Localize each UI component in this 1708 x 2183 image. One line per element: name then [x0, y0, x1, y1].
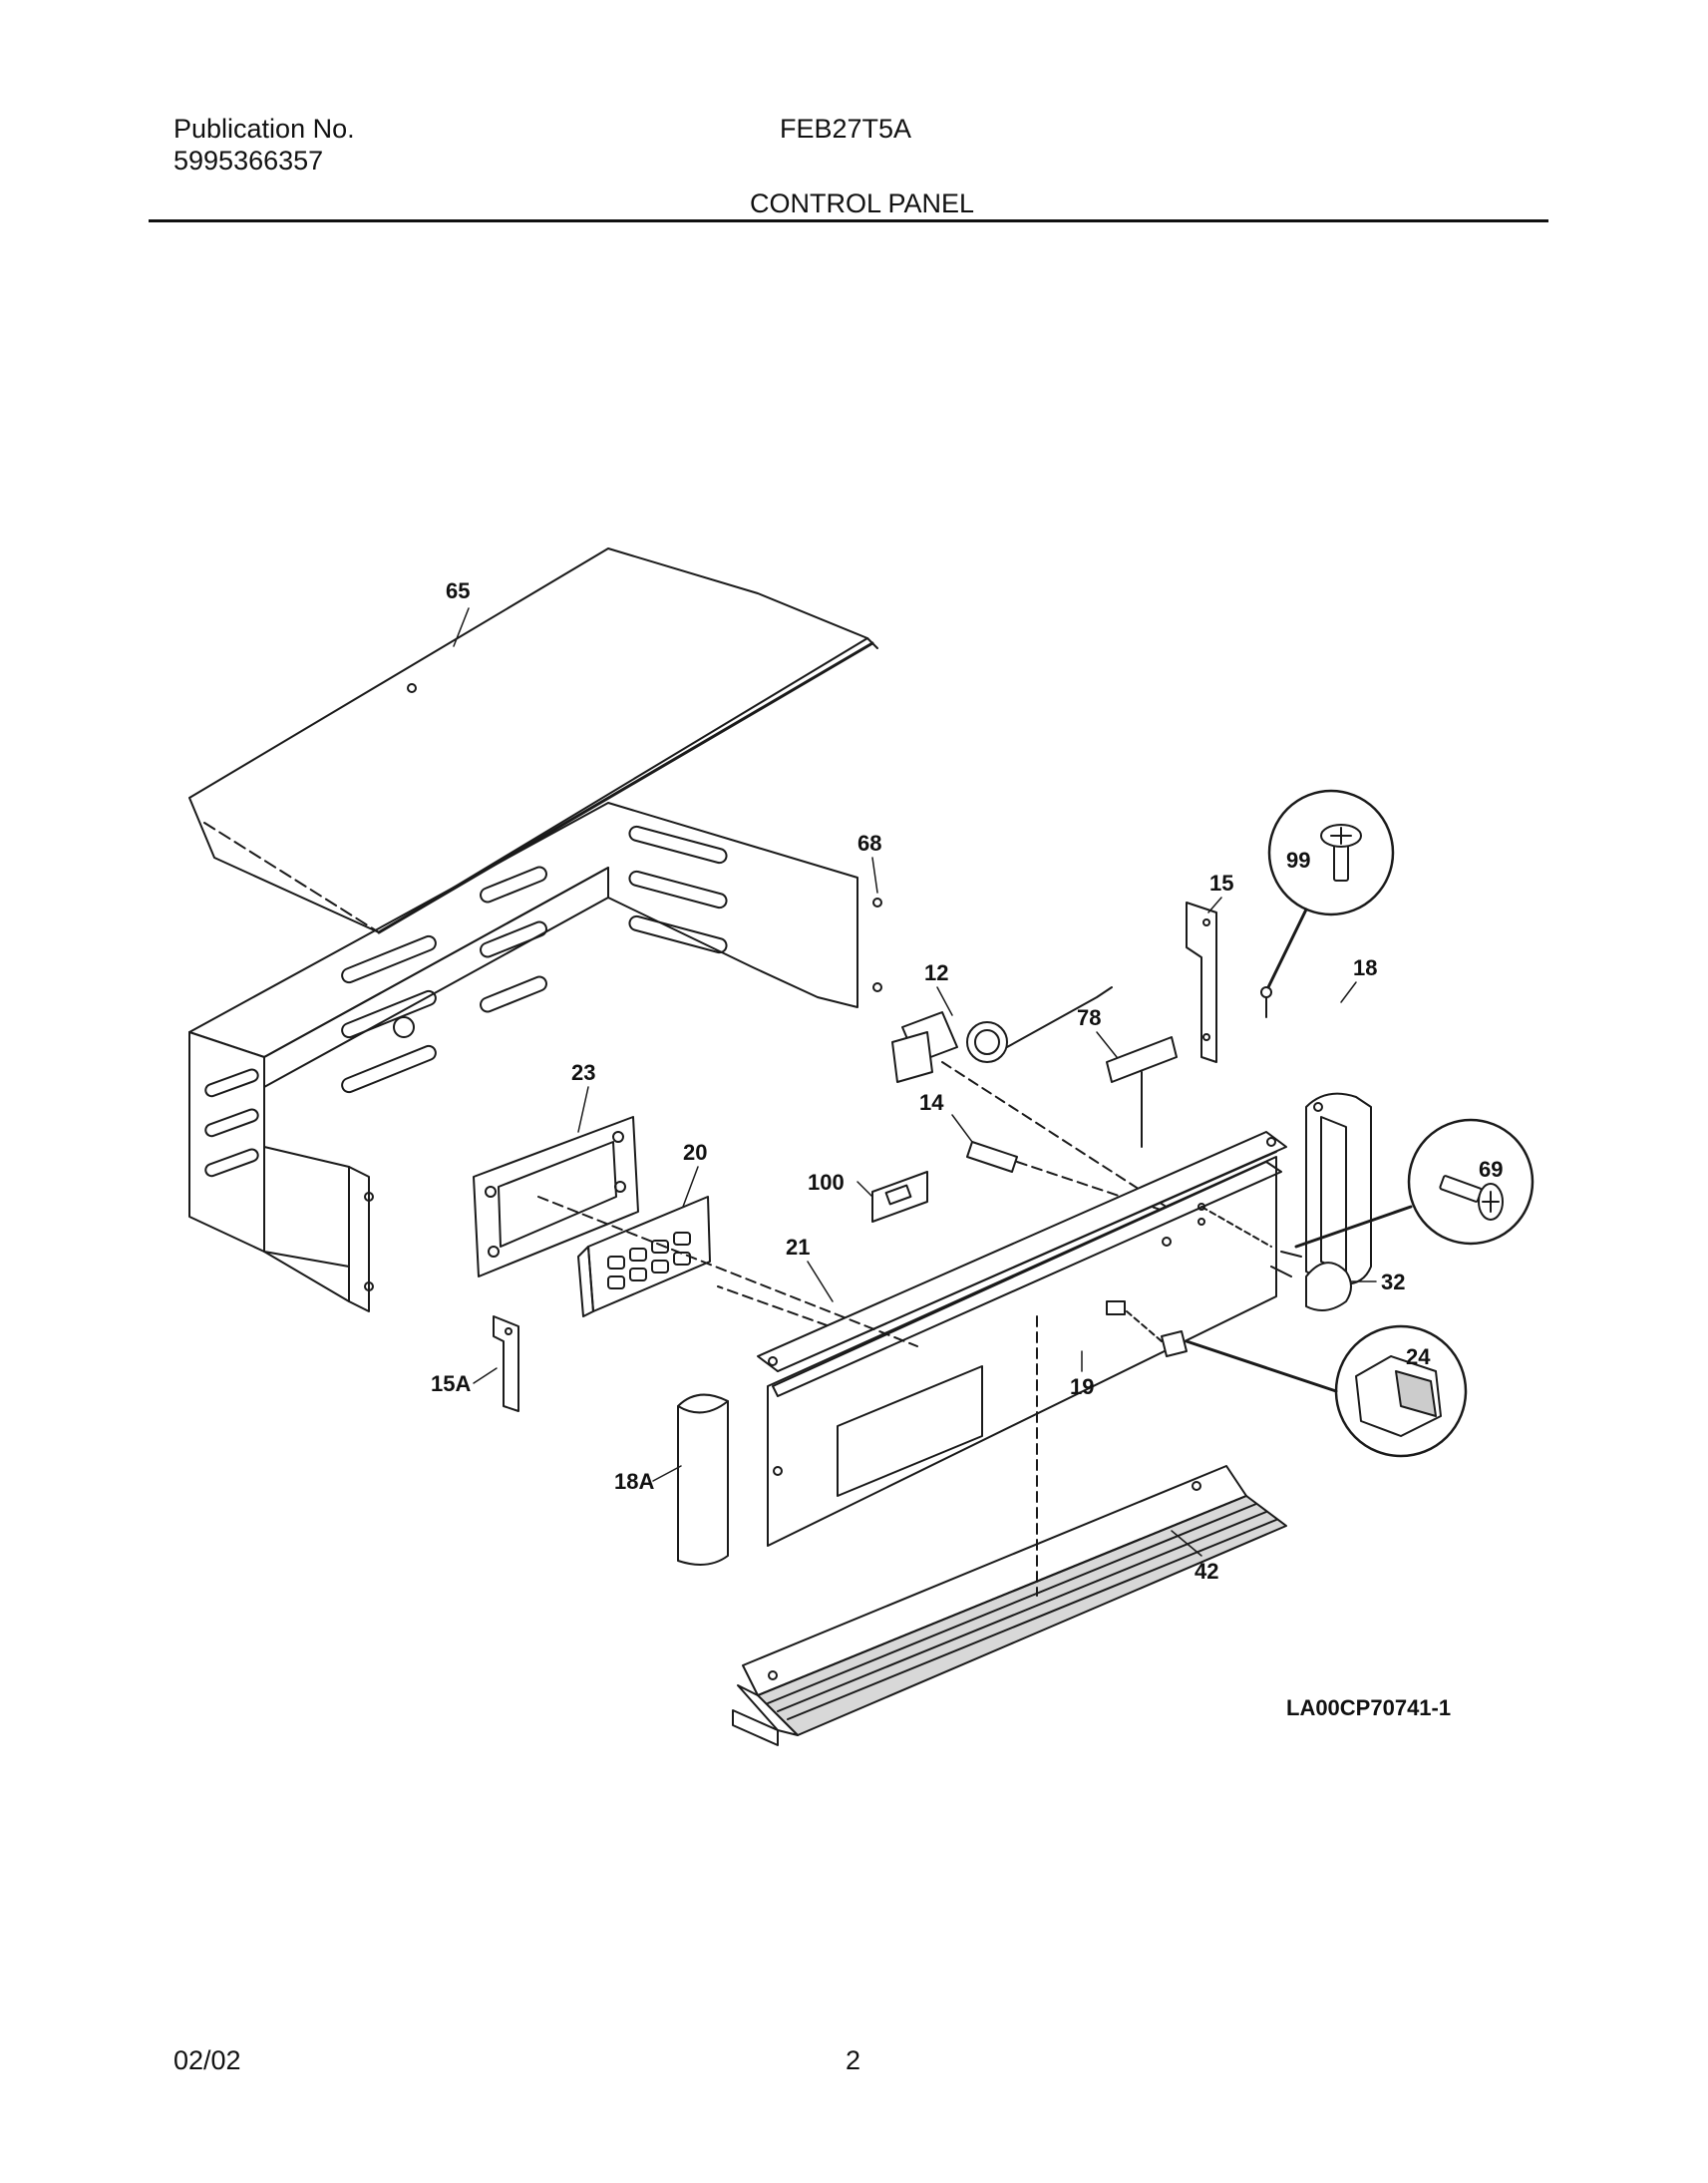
callout-15A: 15A: [431, 1371, 471, 1396]
part-18A-end-cap: [677, 1393, 729, 1566]
part-15-bracket: [1186, 902, 1217, 1063]
part-15A-bracket: [493, 1315, 519, 1412]
callout-23: 23: [571, 1060, 595, 1085]
header-divider: [149, 219, 1548, 222]
callout-68: 68: [857, 831, 881, 856]
part-14-shaft: [966, 1141, 1183, 1218]
part-23-bracket-frame: [473, 1116, 639, 1277]
detail-circle-99: [1266, 789, 1395, 989]
callout-18: 18: [1353, 955, 1377, 980]
part-12-switch: [891, 986, 1183, 1218]
callout-12: 12: [924, 960, 948, 985]
callout-20: 20: [683, 1140, 707, 1165]
main-housing: [188, 802, 882, 1312]
part-18-end-cap: [1305, 1092, 1372, 1285]
section-title: CONTROL PANEL: [750, 188, 975, 218]
leader-lines: [453, 607, 1377, 1557]
callout-69: 69: [1479, 1157, 1503, 1182]
callout-19: 19: [1070, 1374, 1094, 1399]
callout-15: 15: [1209, 871, 1233, 896]
page-number: 2: [846, 2045, 861, 2075]
callout-78: 78: [1077, 1005, 1101, 1030]
model-number: FEB27T5A: [780, 114, 912, 144]
callout-65: 65: [446, 578, 470, 603]
publication-label: Publication No.: [173, 114, 355, 144]
callout-14: 14: [919, 1090, 944, 1115]
callout-24: 24: [1406, 1344, 1431, 1369]
detail-circle-24: [1185, 1324, 1468, 1458]
diagram-reference-code: LA00CP70741-1: [1286, 1695, 1451, 1720]
detail-circle-69: [1294, 1118, 1535, 1249]
footer-date: 02/02: [173, 2045, 241, 2075]
part-78-lens: [1106, 1036, 1178, 1148]
part-20-electronic-clock: [537, 1196, 918, 1347]
callout-21: 21: [786, 1235, 810, 1260]
callout-18A: 18A: [614, 1469, 654, 1494]
part-24-rocker-switch-small: [1126, 1310, 1188, 1357]
publication-number: 5995366357: [173, 146, 324, 176]
part-42-trim-strip: [732, 1315, 1287, 1746]
screw-hardware: [1197, 986, 1302, 1277]
callout-32: 32: [1381, 1270, 1405, 1294]
part-32-knob: [1305, 1262, 1352, 1311]
callout-42: 42: [1195, 1559, 1218, 1584]
callout-100: 100: [808, 1170, 845, 1195]
part-100-label: [871, 1171, 928, 1223]
callout-99: 99: [1286, 848, 1310, 873]
part-65-top-cover: [188, 547, 878, 934]
part-21-trim: [757, 1131, 1287, 1372]
